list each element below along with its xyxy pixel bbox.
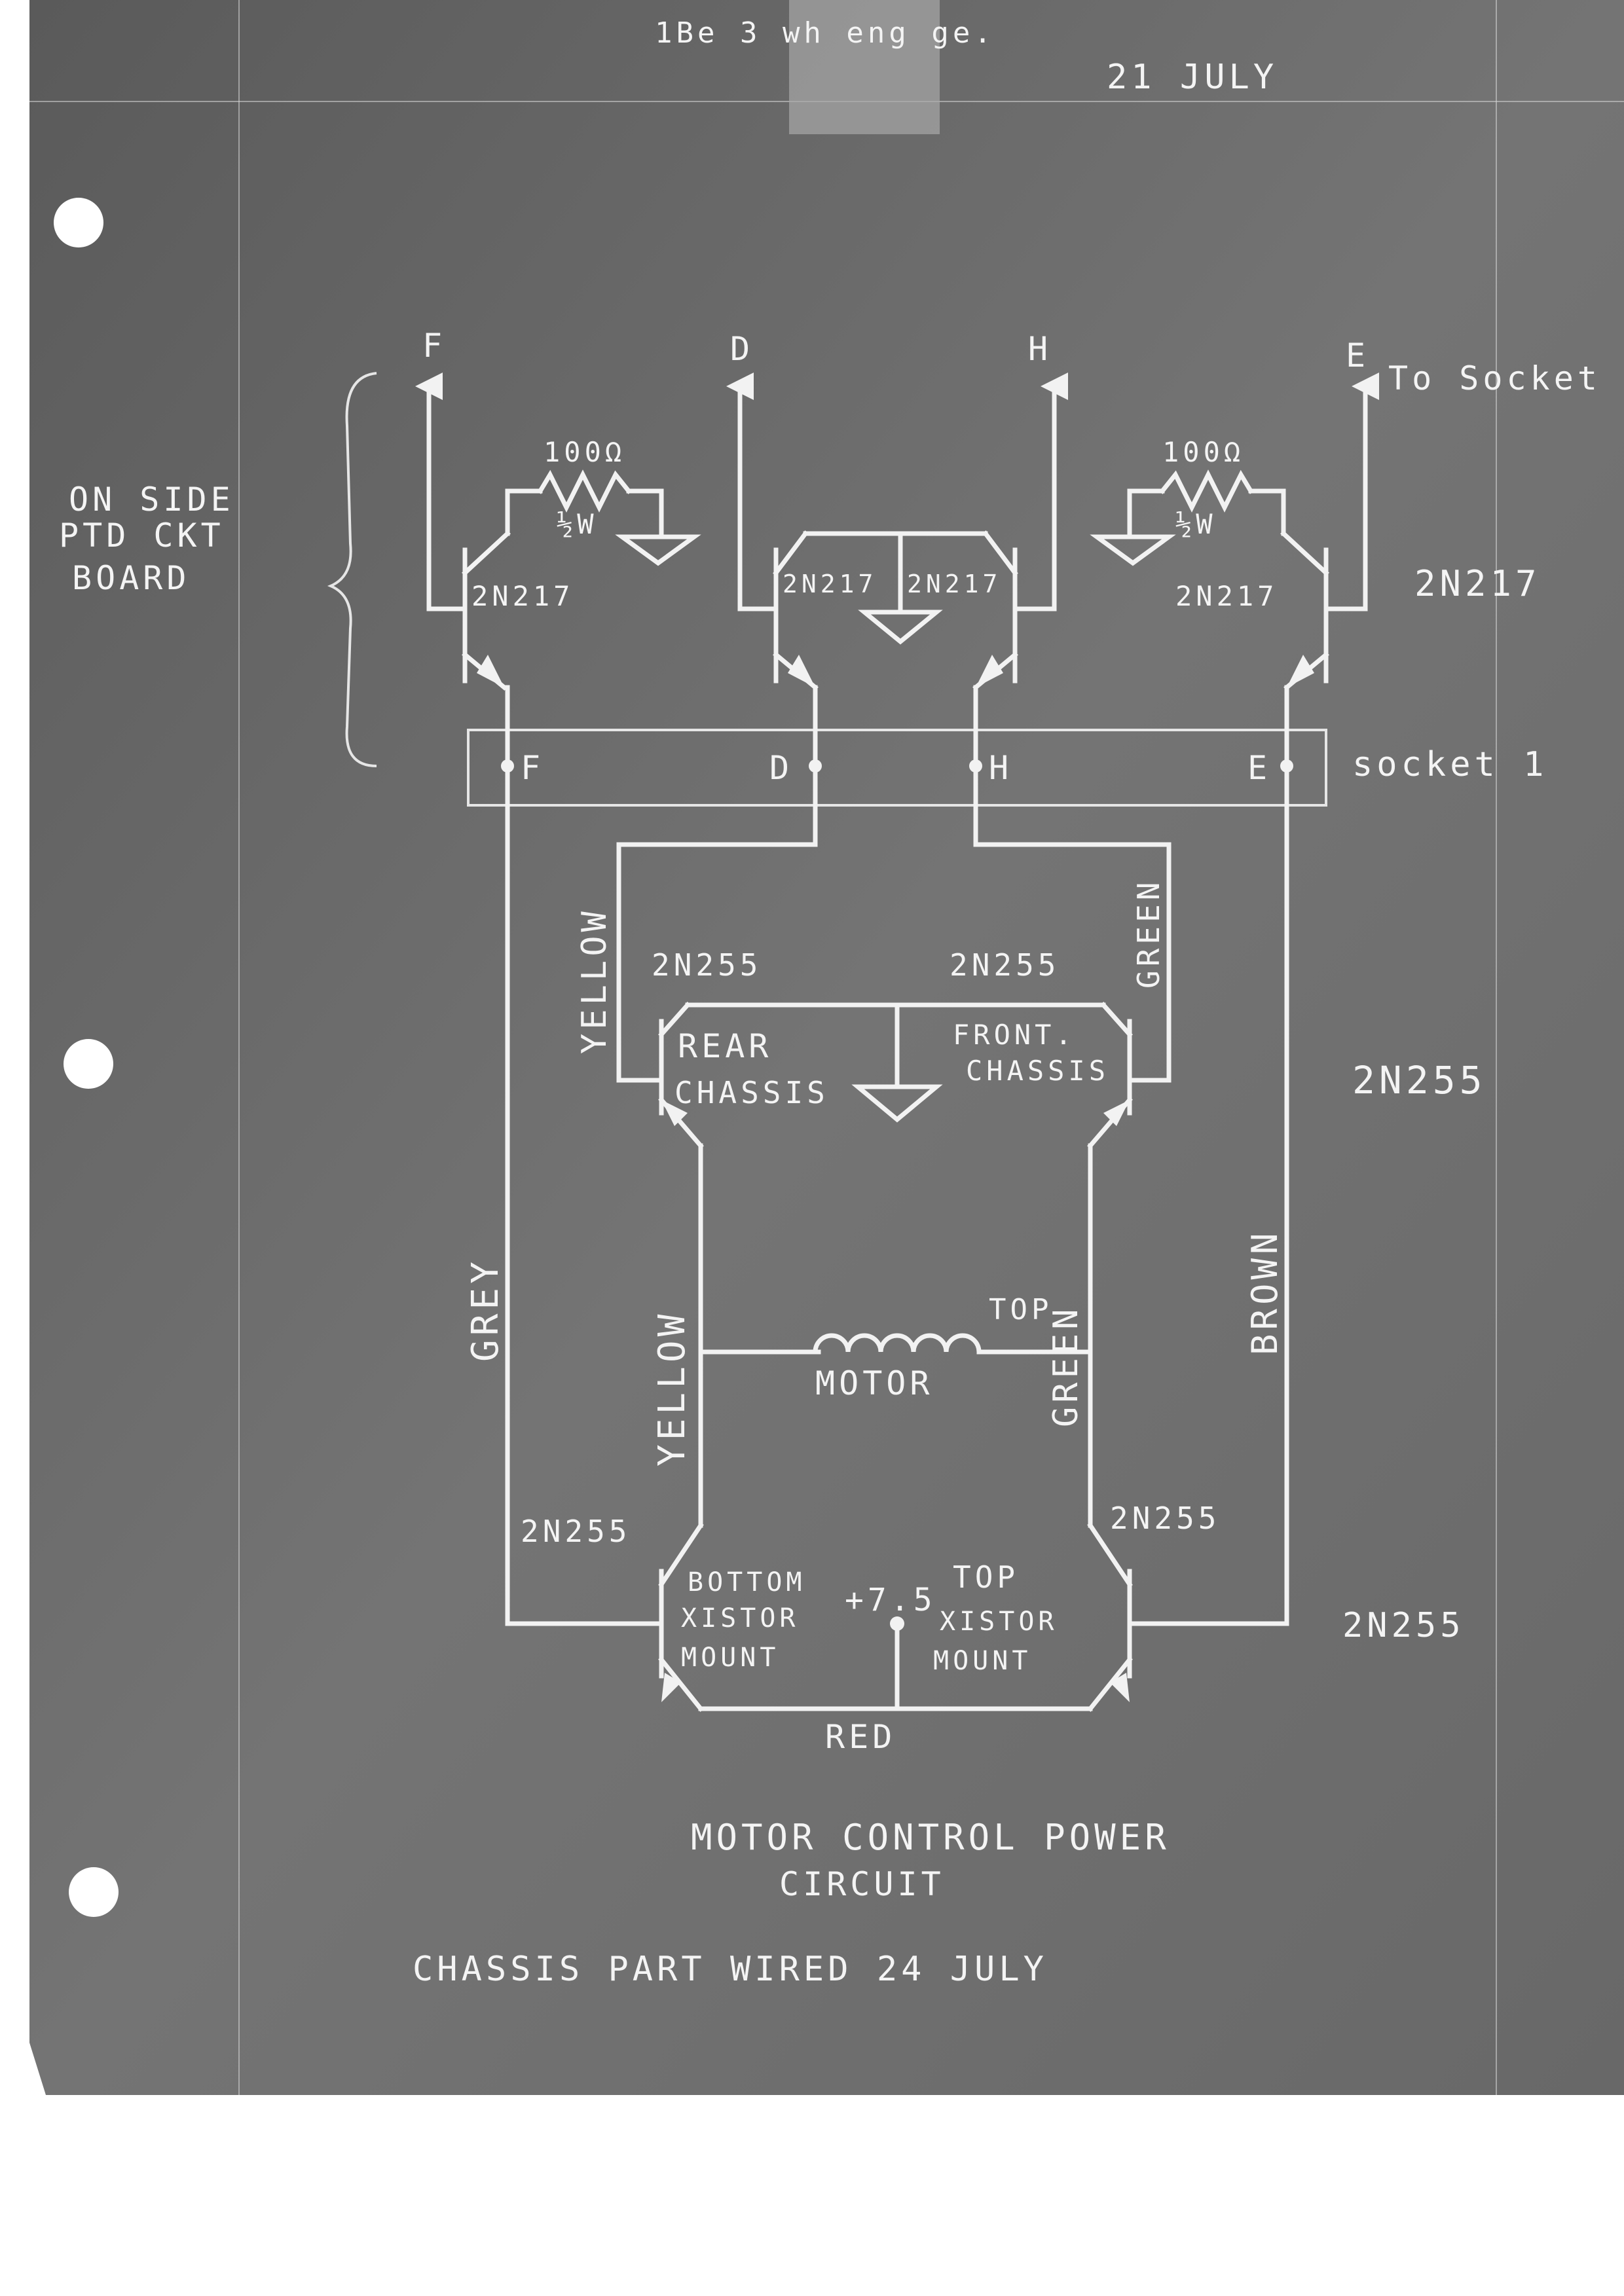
- side-brace: [327, 372, 377, 767]
- bottom-mount-line-2: XISTOR: [681, 1603, 800, 1633]
- motor-coil: [813, 1333, 982, 1355]
- label-brown: BROWN: [1244, 1229, 1285, 1355]
- terminal-h-top: H: [1028, 330, 1052, 368]
- rear-chassis-line-1: REAR: [678, 1027, 772, 1065]
- terminal-f-top: F: [422, 327, 446, 365]
- left-resistor: [505, 469, 664, 539]
- binder-hole-top: [54, 198, 103, 247]
- socket-1-block: [467, 729, 1327, 807]
- terminal-e-top: E: [1346, 337, 1369, 374]
- diagram-title-line-1: MOTOR CONTROL POWER: [691, 1817, 1170, 1858]
- socket-pin-f: F: [521, 749, 544, 787]
- socket-pin-d: D: [769, 749, 793, 787]
- label-2n255-lower-right: 2N255: [1110, 1501, 1220, 1536]
- driver-label-e: 2N217: [1175, 580, 1278, 612]
- top-mount-line-1: TOP: [953, 1559, 1019, 1595]
- label-2n255-upper-right: 2N255: [950, 947, 1060, 983]
- bottom-mount-line-3: MOUNT: [681, 1643, 779, 1673]
- footer-note: CHASSIS PART WIRED 24 JULY: [413, 1950, 1048, 1989]
- front-chassis-line-2: CHASSIS: [966, 1055, 1109, 1087]
- left-resistor-value: 100Ω: [544, 436, 625, 468]
- header-scrawl: 1Be 3 wh eng ge.: [655, 16, 995, 50]
- motor-top-label: TOP: [989, 1293, 1052, 1326]
- driver-label-f: 2N217: [471, 580, 574, 612]
- row-label-upper-2n255: 2N255: [1352, 1058, 1486, 1102]
- driver-transistors: [462, 530, 1329, 691]
- top-mount-line-3: MOUNT: [933, 1646, 1031, 1676]
- driver-label-d: 2N217: [783, 570, 877, 598]
- left-ground-symbol: [615, 534, 701, 566]
- motor-label: MOTOR: [815, 1364, 934, 1402]
- side-note-line-2: PTD CKT: [59, 517, 225, 555]
- paper-background: [29, 0, 1624, 2095]
- terminal-d-top: D: [730, 330, 754, 368]
- binder-hole-middle: [64, 1039, 113, 1089]
- lower-power-transistors: [658, 1522, 1133, 1712]
- side-note-line-3: BOARD: [72, 559, 191, 597]
- binder-hole-bottom: [69, 1867, 119, 1917]
- row-label-2n217: 2N217: [1414, 563, 1541, 604]
- label-2n255-upper-left: 2N255: [652, 947, 762, 983]
- tape-patch: [789, 0, 940, 134]
- supply-voltage: +7.5: [845, 1582, 936, 1618]
- driver-label-h: 2N217: [907, 570, 1001, 598]
- chassis-ground: [851, 1084, 943, 1123]
- brown-wire: [1127, 763, 1289, 1626]
- label-grey: GREY: [464, 1258, 507, 1362]
- socket-pin-e: E: [1247, 749, 1271, 787]
- label-lower-green: GREEN: [1046, 1305, 1086, 1427]
- rear-chassis-line-2: CHASSIS: [674, 1075, 829, 1110]
- label-upper-yellow: YELLOW: [575, 907, 614, 1054]
- label-upper-green: GREEN: [1131, 879, 1166, 989]
- top-mount-line-2: XISTOR: [940, 1607, 1058, 1637]
- to-socket-label: To Socket: [1388, 359, 1601, 397]
- upper-power-transistors: [658, 1002, 1133, 1149]
- upper-green-wire: [973, 763, 1172, 1083]
- top-terminal-wires: [415, 373, 1379, 611]
- supply-node: [890, 1616, 904, 1631]
- right-resistor: [1127, 469, 1286, 539]
- header-date: 21 JULY: [1107, 58, 1278, 97]
- bottom-mount-line-1: BOTTOM: [688, 1567, 806, 1597]
- right-ground-symbol: [1090, 534, 1176, 566]
- left-resistor-watt: ½W: [557, 508, 598, 540]
- driver-to-socket-wires: [505, 685, 1289, 769]
- right-resistor-value: 100Ω: [1162, 436, 1244, 468]
- socket-pin-h: H: [989, 749, 1012, 787]
- center-driver-ground: [858, 610, 943, 645]
- socket-1-label: socket 1: [1352, 745, 1547, 784]
- label-2n255-lower-left: 2N255: [521, 1514, 631, 1549]
- front-chassis-line-1: FRONT.: [953, 1019, 1076, 1051]
- row-label-lower-2n255: 2N255: [1342, 1606, 1465, 1645]
- diagram-title-line-2: CIRCUIT: [779, 1865, 945, 1903]
- upper-yellow-wire: [616, 763, 818, 1083]
- label-red: RED: [825, 1718, 896, 1756]
- side-note-line-1: ON SIDE: [69, 481, 234, 519]
- grey-wire: [505, 763, 664, 1626]
- label-lower-yellow: YELLOW: [651, 1311, 693, 1467]
- right-resistor-watt: ½W: [1175, 508, 1217, 540]
